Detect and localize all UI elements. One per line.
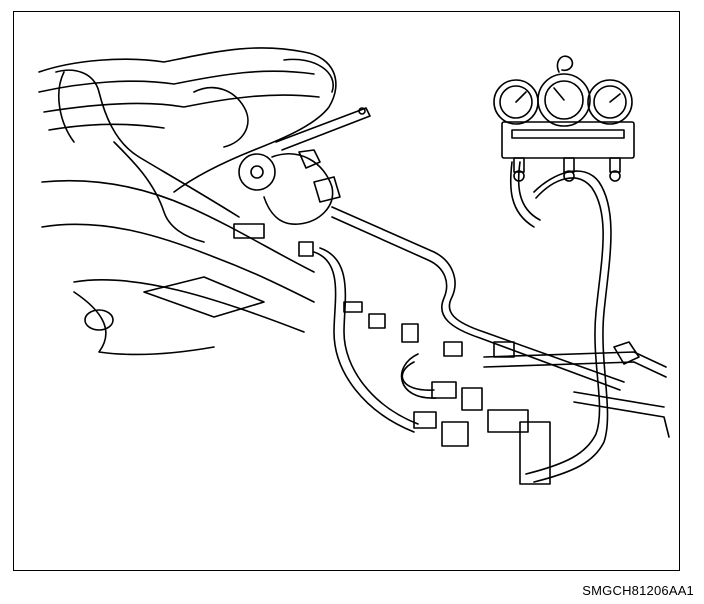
gauge-manifold-icon <box>501 55 635 182</box>
hose-icon <box>55 69 612 483</box>
diagram-frame <box>13 11 680 571</box>
figure-caption: SMGCH81206AA1 <box>582 583 694 598</box>
pressure-gauge-icon <box>493 73 633 127</box>
pump-icon <box>238 107 371 225</box>
vehicle-underbody <box>38 47 337 356</box>
fitting-icon <box>233 223 551 485</box>
diagram-canvas <box>38 47 670 485</box>
rigid-lines <box>331 206 670 438</box>
